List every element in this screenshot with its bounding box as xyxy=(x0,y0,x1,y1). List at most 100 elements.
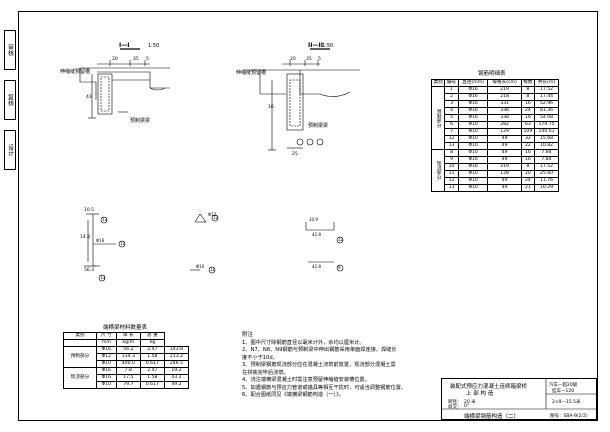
detail-left-bar: Φ16 xyxy=(96,238,105,243)
rebar-cell: Φ10 xyxy=(457,142,489,150)
detail-mid-tag-2: 11 xyxy=(210,267,216,272)
rebar-cell: Φ16 xyxy=(457,163,489,171)
detail-mid-tag-1: 12 xyxy=(213,215,219,220)
rebar-cell: 13 xyxy=(444,142,459,150)
rebar-cell: 7 xyxy=(444,128,459,136)
material-cell: 79.7 xyxy=(115,381,141,389)
detail-mid-bar-2: Φ10 xyxy=(196,264,205,269)
detail-right-dim-4: 42.8 xyxy=(312,232,321,237)
rebar-cell: 24 xyxy=(520,107,536,115)
rebar-cell: Φ10 xyxy=(457,135,489,143)
section-right-scale: 1:50 xyxy=(322,43,334,49)
detail-right-linework xyxy=(305,222,344,272)
section-left-dim-side: 43 xyxy=(86,95,92,100)
rebar-cell: 5 xyxy=(444,114,459,122)
rebar-cell: 140.61 xyxy=(534,128,559,136)
material-cell: Φ10 xyxy=(95,360,117,368)
rebar-cell: 128 xyxy=(487,170,522,178)
detail-mid-linework xyxy=(190,213,219,274)
rebar-cell: 11.76 xyxy=(534,177,559,185)
rebar-cell: 8 xyxy=(520,163,536,171)
rebar-header-cell: 类别 xyxy=(430,79,446,87)
material-header-cell: 类别 xyxy=(63,332,97,340)
material-cell: 400.0 xyxy=(115,360,141,368)
rebar-cell: 63 xyxy=(520,121,536,129)
detail-right-tag-1: 12 xyxy=(338,237,344,242)
rebar-cell: 22 xyxy=(520,142,536,150)
rebar-cell: 3 xyxy=(444,100,459,108)
side-box-approve: 审核 xyxy=(4,30,16,70)
material-header-cell: 尺 寸 xyxy=(95,332,117,340)
rebar-schedule-title: 钢筋明细表 xyxy=(478,71,506,77)
title-width: 2×9—15.5米 xyxy=(552,400,581,405)
rebar-cell: 16 xyxy=(520,156,536,164)
material-cell: 0.617 xyxy=(139,360,165,368)
rebar-cell: Φ10 xyxy=(457,121,489,129)
rebar-cell: 4 xyxy=(444,107,459,115)
section-left-slab-label: 伸缩缝预留槽 xyxy=(60,69,91,75)
material-cell: 49.2 xyxy=(163,381,190,389)
detail-left-tag-2: 11 xyxy=(120,241,126,246)
rebar-cell: 49 xyxy=(487,135,522,143)
material-cell: 7.8 xyxy=(115,367,141,375)
note-line: 6、配合图纸同见《端横梁钢筋构造（一）》。 xyxy=(242,392,344,398)
rebar-cell: 17.52 xyxy=(534,86,559,94)
rebar-cell: 15.68 xyxy=(534,135,559,143)
section-left-scale: 1:50 xyxy=(148,43,160,49)
title-part: 上 部 构 造 xyxy=(466,391,494,397)
section-right-dim-2: 35 xyxy=(306,57,312,62)
rebar-cell: 338 xyxy=(487,114,522,122)
rebar-cell: Φ10 xyxy=(457,170,489,178)
detail-left-dim-1: 10.5 xyxy=(84,208,95,213)
rebar-cell: 338 xyxy=(487,107,522,115)
material-header-cell: 单 长 xyxy=(115,332,141,340)
rebar-cell: 218 xyxy=(487,93,522,101)
rebar-cell: Φ16 xyxy=(457,156,489,164)
rebar-header-cell: 根数 xyxy=(520,79,536,87)
material-group-cell: 现浇部分 xyxy=(63,367,97,389)
rebar-cell: 10 xyxy=(444,163,459,171)
section-right-title: II—II xyxy=(308,42,323,49)
notes-block: 附注 1、图中尺寸除钢筋直径以毫米计外，余均以厘米计。2、N7、N8、N9钢筋与… xyxy=(242,332,432,400)
section-right-dim-3: 5 xyxy=(318,57,321,62)
title-block: 装配式预应力混凝土连续箱梁桥 上 部 构 造 跨径： 20 米 斜交： 0° 汽… xyxy=(441,378,598,420)
notes-heading: 附注 xyxy=(242,332,254,338)
material-cell: 134.3 xyxy=(115,353,141,361)
section-left-beam-label: 预制梁梁 xyxy=(130,118,151,124)
rebar-cell: Φ16 xyxy=(457,86,489,94)
rebar-cell: 20 xyxy=(520,170,536,178)
material-cell: 2.47 xyxy=(139,367,165,375)
side-label-review: 复核 xyxy=(6,94,14,106)
section-left-title: I—I xyxy=(119,42,130,49)
title-angle: 0° xyxy=(464,404,470,409)
rebar-cell: Φ10 xyxy=(457,184,489,192)
rebar-cell: 21 xyxy=(520,184,536,192)
detail-right-dim-1: 10.9 xyxy=(309,217,318,222)
side-label-approve: 审核 xyxy=(6,44,14,56)
material-cell: 43.2 xyxy=(163,374,190,382)
title-load: 汽车—超20级 xyxy=(549,383,578,388)
material-unit-cell: kg/m xyxy=(115,339,141,347)
section-view-right xyxy=(243,48,360,151)
rebar-cell: 219 xyxy=(487,163,522,171)
rebar-cell: 129 xyxy=(487,128,522,136)
rebar-cell: 32 xyxy=(520,135,536,143)
rebar-cell: 2 xyxy=(444,93,459,101)
material-cell: 246.5 xyxy=(163,360,190,368)
rebar-cell: 7.84 xyxy=(534,156,559,164)
rebar-cell: 16 xyxy=(520,149,536,157)
rebar-cell: 9 xyxy=(444,156,459,164)
section-left-dim-3: 5 xyxy=(146,57,149,62)
material-unit-cell: kg xyxy=(139,339,165,347)
material-cell: Φ12 xyxy=(95,353,117,361)
title-span: 20 米 xyxy=(464,400,476,405)
